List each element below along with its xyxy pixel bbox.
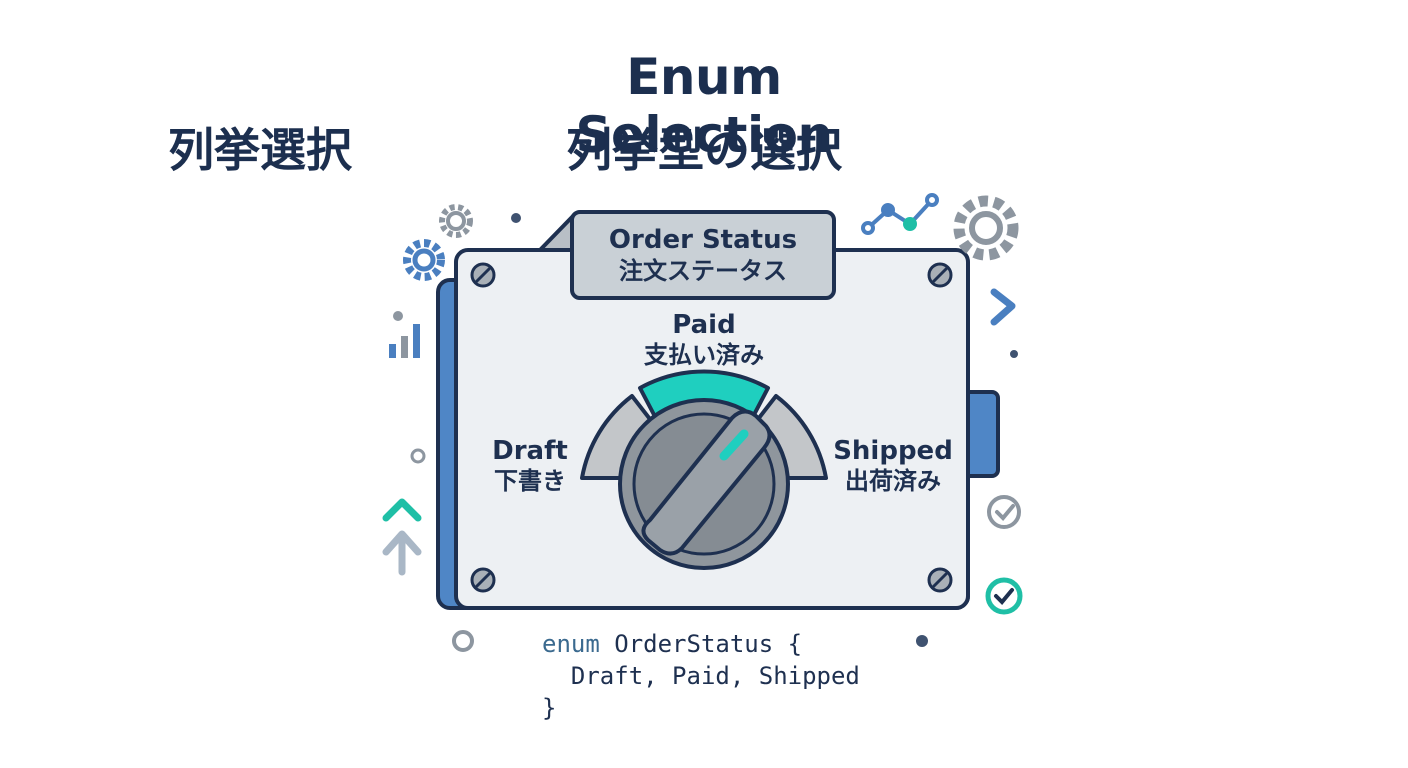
chevron-right-icon — [990, 288, 1016, 326]
line-chart-icon — [861, 193, 939, 235]
gear-icon — [403, 239, 445, 281]
status-tag-ja: 注文ステータス — [619, 257, 787, 285]
option-paid[interactable]: Paid 支払い済み — [604, 310, 804, 370]
chevron-up-icon — [382, 498, 422, 522]
check-circle-icon — [987, 495, 1021, 529]
page-title: Enum Selection — [575, 48, 833, 164]
enum-code-block: enum OrderStatus { Draft, Paid, Shipped … — [542, 628, 860, 724]
side-title: 列挙選択 — [168, 123, 352, 177]
arrow-up-icon — [382, 530, 422, 576]
option-shipped-ja: 出荷済み — [845, 467, 941, 495]
decor-dots — [393, 213, 1018, 652]
check-circle-icon — [985, 577, 1023, 615]
code-type-name: OrderStatus { — [599, 630, 803, 658]
status-tag-en: Order Status — [608, 225, 798, 255]
option-paid-ja: 支払い済み — [644, 341, 764, 369]
status-tag-label: Order Status 注文ステータス — [572, 224, 834, 286]
selector-knob[interactable] — [618, 398, 790, 570]
code-members: Draft, Paid, Shipped — [542, 662, 860, 690]
code-keyword: enum — [542, 630, 600, 658]
option-draft[interactable]: Draft 下書き — [470, 436, 590, 496]
screws — [470, 262, 953, 593]
gear-icon — [439, 204, 473, 238]
option-draft-ja: 下書き — [494, 467, 566, 495]
option-paid-en: Paid — [672, 310, 736, 340]
option-shipped[interactable]: Shipped 出荷済み — [828, 436, 958, 496]
page-title-ja: 列挙型の選択 — [566, 123, 842, 177]
bar-chart-icon — [389, 324, 420, 358]
status-tag — [570, 210, 836, 300]
option-shipped-en: Shipped — [833, 436, 953, 466]
option-draft-en: Draft — [492, 436, 568, 466]
code-closing: } — [542, 694, 557, 722]
gear-icon — [953, 195, 1019, 261]
